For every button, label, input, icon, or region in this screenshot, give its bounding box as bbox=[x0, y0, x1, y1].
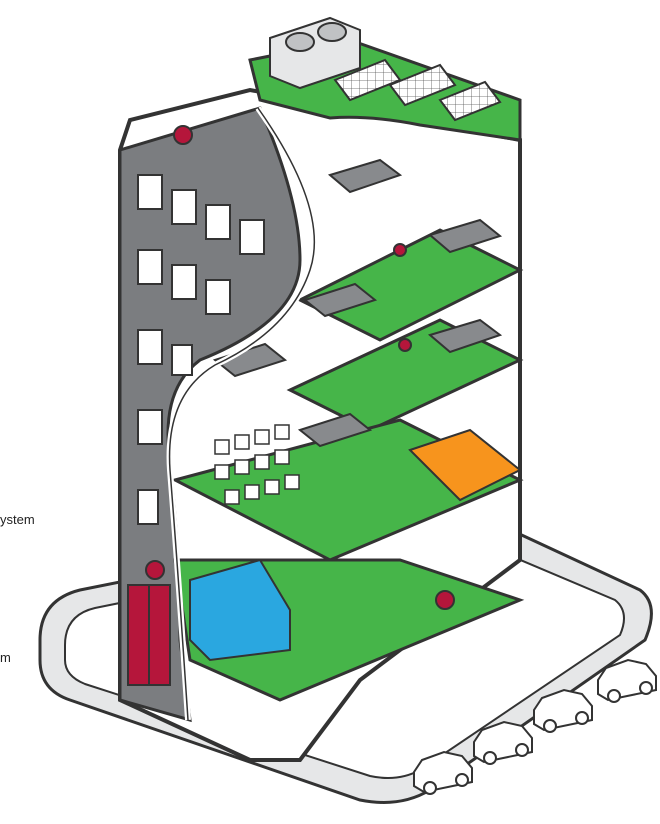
reception-desk bbox=[408, 428, 522, 502]
sensor-icon bbox=[145, 560, 165, 580]
callout-label-top: ystem bbox=[0, 512, 35, 527]
sensor-icon bbox=[398, 338, 412, 352]
equipment-room bbox=[189, 558, 291, 662]
solar-panels bbox=[333, 58, 502, 122]
sensor-icon bbox=[435, 590, 455, 610]
callout-label-bottom: m bbox=[0, 650, 11, 665]
car-icon bbox=[473, 720, 533, 765]
parked-cars bbox=[413, 658, 657, 795]
sensor-devices bbox=[145, 125, 455, 610]
sensor-icon bbox=[173, 125, 193, 145]
fan-icon bbox=[317, 22, 347, 42]
roof bbox=[248, 16, 522, 142]
entrance-doors bbox=[127, 584, 171, 686]
sensor-icon bbox=[393, 243, 407, 257]
car-icon bbox=[533, 688, 593, 733]
hvac-unit bbox=[269, 16, 361, 90]
conference-chairs bbox=[214, 424, 300, 505]
fan-icon bbox=[285, 32, 315, 52]
beds bbox=[212, 158, 503, 448]
car-icon bbox=[597, 658, 657, 703]
car-icon bbox=[413, 750, 473, 795]
facade-windows bbox=[137, 174, 265, 525]
